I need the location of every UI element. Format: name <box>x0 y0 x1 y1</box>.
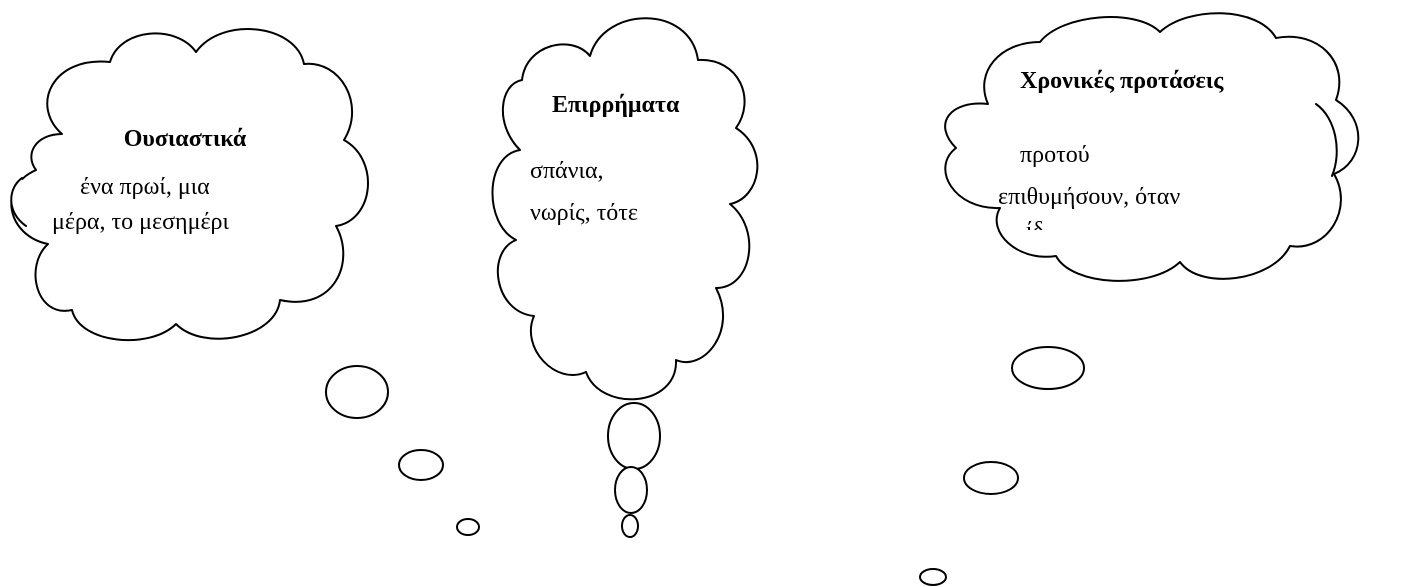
thought-bubble-medium <box>963 461 1019 495</box>
cloud-text-overflow: ίδ <box>1026 218 1044 244</box>
thought-bubble-large <box>607 402 661 470</box>
cloud-text-line-1: ένα πρωί, μια <box>80 174 210 200</box>
thought-bubble-large <box>325 365 389 419</box>
thought-bubble-small <box>621 514 639 538</box>
cloud-shape <box>10 28 369 342</box>
thought-cloud-time-clauses: Χρονικές προτάσεις προτού επιθυμήσουν, ό… <box>944 12 1360 282</box>
cloud-title: Χρονικές προτάσεις <box>1020 68 1224 94</box>
thought-bubble-large <box>1011 346 1085 390</box>
thought-cloud-nouns: Ουσιαστικά ένα πρωί, μια μέρα, το μεσημέ… <box>10 28 369 342</box>
thought-bubble-small <box>919 568 947 586</box>
thought-bubble-medium <box>398 449 444 481</box>
cloud-inner-curve <box>10 177 27 227</box>
cloud-text-line-1: προτού <box>1020 142 1090 168</box>
thought-bubble-small <box>456 518 480 536</box>
cloud-text-line-1: σπάνια, <box>530 158 604 184</box>
cloud-text-line-2: επιθυμήσουν, όταν <box>998 184 1180 210</box>
cloud-inner-curve <box>1315 103 1338 177</box>
cloud-title: Επιρρήματα <box>552 92 680 118</box>
cloud-text-line-2: μέρα, το μεσημέρι <box>52 209 229 235</box>
cloud-shape <box>944 12 1360 282</box>
cloud-title: Ουσιαστικά <box>124 126 247 152</box>
thought-bubble-medium <box>614 466 648 514</box>
thought-cloud-adverbs: Επιρρήματα σπάνια, νωρίς, τότε <box>491 17 759 401</box>
cloud-text-line-2: νωρίς, τότε <box>530 200 638 226</box>
cloud-shape <box>491 17 759 401</box>
